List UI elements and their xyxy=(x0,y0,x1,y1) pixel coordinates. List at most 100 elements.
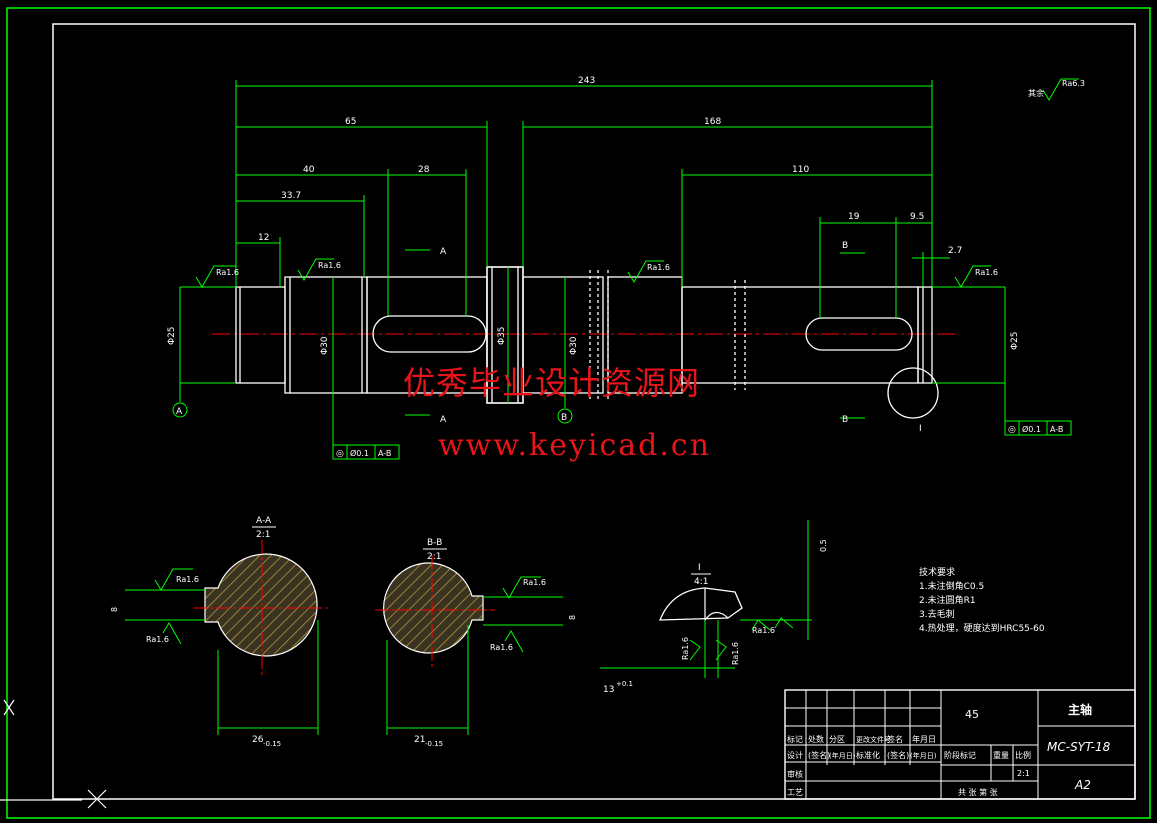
dim-33-7: 33.7 xyxy=(281,191,301,201)
svg-text:Ra1.6: Ra1.6 xyxy=(647,263,670,272)
technical-requirements: 技术要求 1.未注倒角C0.5 2.未注圆角R1 3.去毛刺 4.热处理，硬度达… xyxy=(919,566,1045,634)
svg-text:Ra1.6: Ra1.6 xyxy=(681,637,690,660)
svg-text:签名: 签名 xyxy=(887,734,903,744)
tb-part-name: 主轴 xyxy=(1068,702,1092,717)
geo-tolerance-right: ◎ Ø0.1 A-B xyxy=(1004,420,1072,436)
dim-2-7: 2.7 xyxy=(948,246,962,256)
svg-text:阶段标记: 阶段标记 xyxy=(944,750,976,760)
svg-text:年月日: 年月日 xyxy=(912,734,936,744)
svg-text:重量: 重量 xyxy=(993,750,1009,760)
section-bb-view: B-B 2:1 21 -0.15 8 Ra1.6 Ra1.6 xyxy=(375,538,577,748)
detail-i-dim-bottom-tol: +0.1 xyxy=(616,680,633,688)
detail-i-label: I xyxy=(919,424,922,434)
tb-sheets: 共 张 第 张 xyxy=(958,787,998,797)
detail-i-circle xyxy=(887,367,939,419)
title-block: 标记 处数 分区 更改文件号 签名 年月日 设计 (签名) (年月日) 标准化 … xyxy=(784,689,1136,800)
tb-drawing-no: MC-SYT-18 xyxy=(1047,740,1111,754)
section-bb-key: 8 xyxy=(568,615,577,620)
dim-28: 28 xyxy=(418,165,430,175)
watermark-url[interactable]: www.keyicad.cn xyxy=(438,428,712,463)
dim-9-5: 9.5 xyxy=(910,212,924,222)
dim-40: 40 xyxy=(303,165,315,175)
tech-req-item-4: 4.热处理，硬度达到HRC55-60 xyxy=(919,622,1045,634)
dim-phi35: Φ35 xyxy=(497,326,507,345)
svg-text:(签名): (签名) xyxy=(887,750,909,760)
svg-text:比例: 比例 xyxy=(1015,750,1031,760)
svg-text:Ra1.6: Ra1.6 xyxy=(752,626,775,635)
svg-text:Ra1.6: Ra1.6 xyxy=(523,578,546,587)
detail-i-view: I 4:1 13 +0.1 0.5 Ra1.6 Ra1.6 Ra1.6 xyxy=(600,520,828,695)
datum-b: B xyxy=(557,408,573,424)
datum-a: A xyxy=(172,402,188,418)
dim-phi30-left: Φ30 xyxy=(320,336,330,355)
svg-text:Ra1.6: Ra1.6 xyxy=(176,575,199,584)
tb-review: 审核 xyxy=(787,769,803,779)
svg-text:Ra1.6: Ra1.6 xyxy=(975,268,998,277)
svg-text:Ra1.6: Ra1.6 xyxy=(318,261,341,270)
svg-text:(年月日): (年月日) xyxy=(829,751,856,760)
svg-text:Ra1.6: Ra1.6 xyxy=(490,643,513,652)
roughness-global-prefix: 其余 xyxy=(1028,88,1044,98)
section-bb-width-tol: -0.15 xyxy=(425,740,443,748)
detail-i-dim-side: 0.5 xyxy=(819,539,828,552)
svg-text:A-B: A-B xyxy=(1050,425,1063,434)
detail-i-title: I xyxy=(698,563,701,573)
tech-req-item-1: 1.未注倒角C0.5 xyxy=(919,580,984,592)
dim-19: 19 xyxy=(848,212,860,222)
dim-overall: 243 xyxy=(578,76,595,86)
svg-text:A-B: A-B xyxy=(378,449,391,458)
roughness-text: Ra1.6 Ra1.6 Ra1.6 Ra1.6 Ra6.3 其余 xyxy=(216,79,1085,277)
section-aa-view: A-A 2:1 26 -0.15 8 Ra1.6 Ra1.6 xyxy=(110,516,330,748)
dim-right-section: 168 xyxy=(704,117,721,127)
section-aa-width: 26 xyxy=(252,735,264,745)
section-aa-scale: 2:1 xyxy=(256,530,270,540)
svg-text:◎: ◎ xyxy=(336,449,344,459)
svg-text:A: A xyxy=(176,407,183,417)
tech-req-item-2: 2.未注圆角R1 xyxy=(919,594,976,606)
tb-scale: 2:1 xyxy=(1017,769,1030,778)
dim-phi25-right: Φ25 xyxy=(1010,331,1020,350)
inner-frame xyxy=(52,23,1136,800)
svg-text:标记: 标记 xyxy=(787,734,803,744)
section-bb-title: B-B xyxy=(427,538,442,548)
svg-text:Ra1.6: Ra1.6 xyxy=(146,635,169,644)
svg-text:Ø0.1: Ø0.1 xyxy=(350,448,369,458)
section-bb-width: 21 xyxy=(414,735,425,745)
section-a-top: A xyxy=(440,247,447,257)
ucs-icon xyxy=(0,699,107,809)
dimension-text: 243 65 168 40 28 33.7 12 110 19 9.5 2.7 … xyxy=(167,76,1020,434)
tech-req-item-3: 3.去毛刺 xyxy=(919,608,955,620)
shaft-main-view: 243 65 168 40 28 33.7 12 110 19 9.5 2.7 … xyxy=(167,76,1085,460)
svg-text:处数: 处数 xyxy=(808,734,824,744)
dim-12: 12 xyxy=(258,233,269,243)
svg-text:◎: ◎ xyxy=(1008,425,1016,435)
tech-req-title: 技术要求 xyxy=(919,566,955,578)
geo-tolerance-left: ◎ Ø0.1 A-B xyxy=(332,444,400,460)
section-aa-width-tol: -0.15 xyxy=(263,740,281,748)
svg-text:(年月日): (年月日) xyxy=(910,751,937,760)
detail-i-dim-bottom: 13 xyxy=(603,685,614,695)
svg-text:Ra1.6: Ra1.6 xyxy=(731,642,740,665)
tb-process: 工艺 xyxy=(787,788,803,797)
dim-110: 110 xyxy=(792,165,809,175)
svg-text:(签名): (签名) xyxy=(808,750,830,760)
section-b-bottom: B xyxy=(842,415,848,425)
svg-text:Ra1.6: Ra1.6 xyxy=(216,268,239,277)
roughness-global: Ra6.3 xyxy=(1062,79,1085,88)
dim-left-section: 65 xyxy=(345,117,356,127)
roughness-symbols xyxy=(195,78,1079,288)
detail-i-scale: 4:1 xyxy=(694,577,708,587)
svg-text:设计: 设计 xyxy=(787,750,803,760)
section-aa-key: 8 xyxy=(110,607,119,612)
watermark-chinese: 优秀毕业设计资源网 xyxy=(403,364,701,402)
section-bb-scale: 2:1 xyxy=(427,552,441,562)
svg-text:标准化: 标准化 xyxy=(856,750,880,760)
dimension-lines xyxy=(179,80,1006,452)
svg-text:Ø0.1: Ø0.1 xyxy=(1022,424,1041,434)
outer-frame xyxy=(6,7,1151,819)
svg-text:更改文件号: 更改文件号 xyxy=(856,735,891,744)
svg-text:B: B xyxy=(561,413,567,423)
dim-phi30-right: Φ30 xyxy=(569,336,579,355)
tb-sheet-size: A2 xyxy=(1074,778,1091,792)
